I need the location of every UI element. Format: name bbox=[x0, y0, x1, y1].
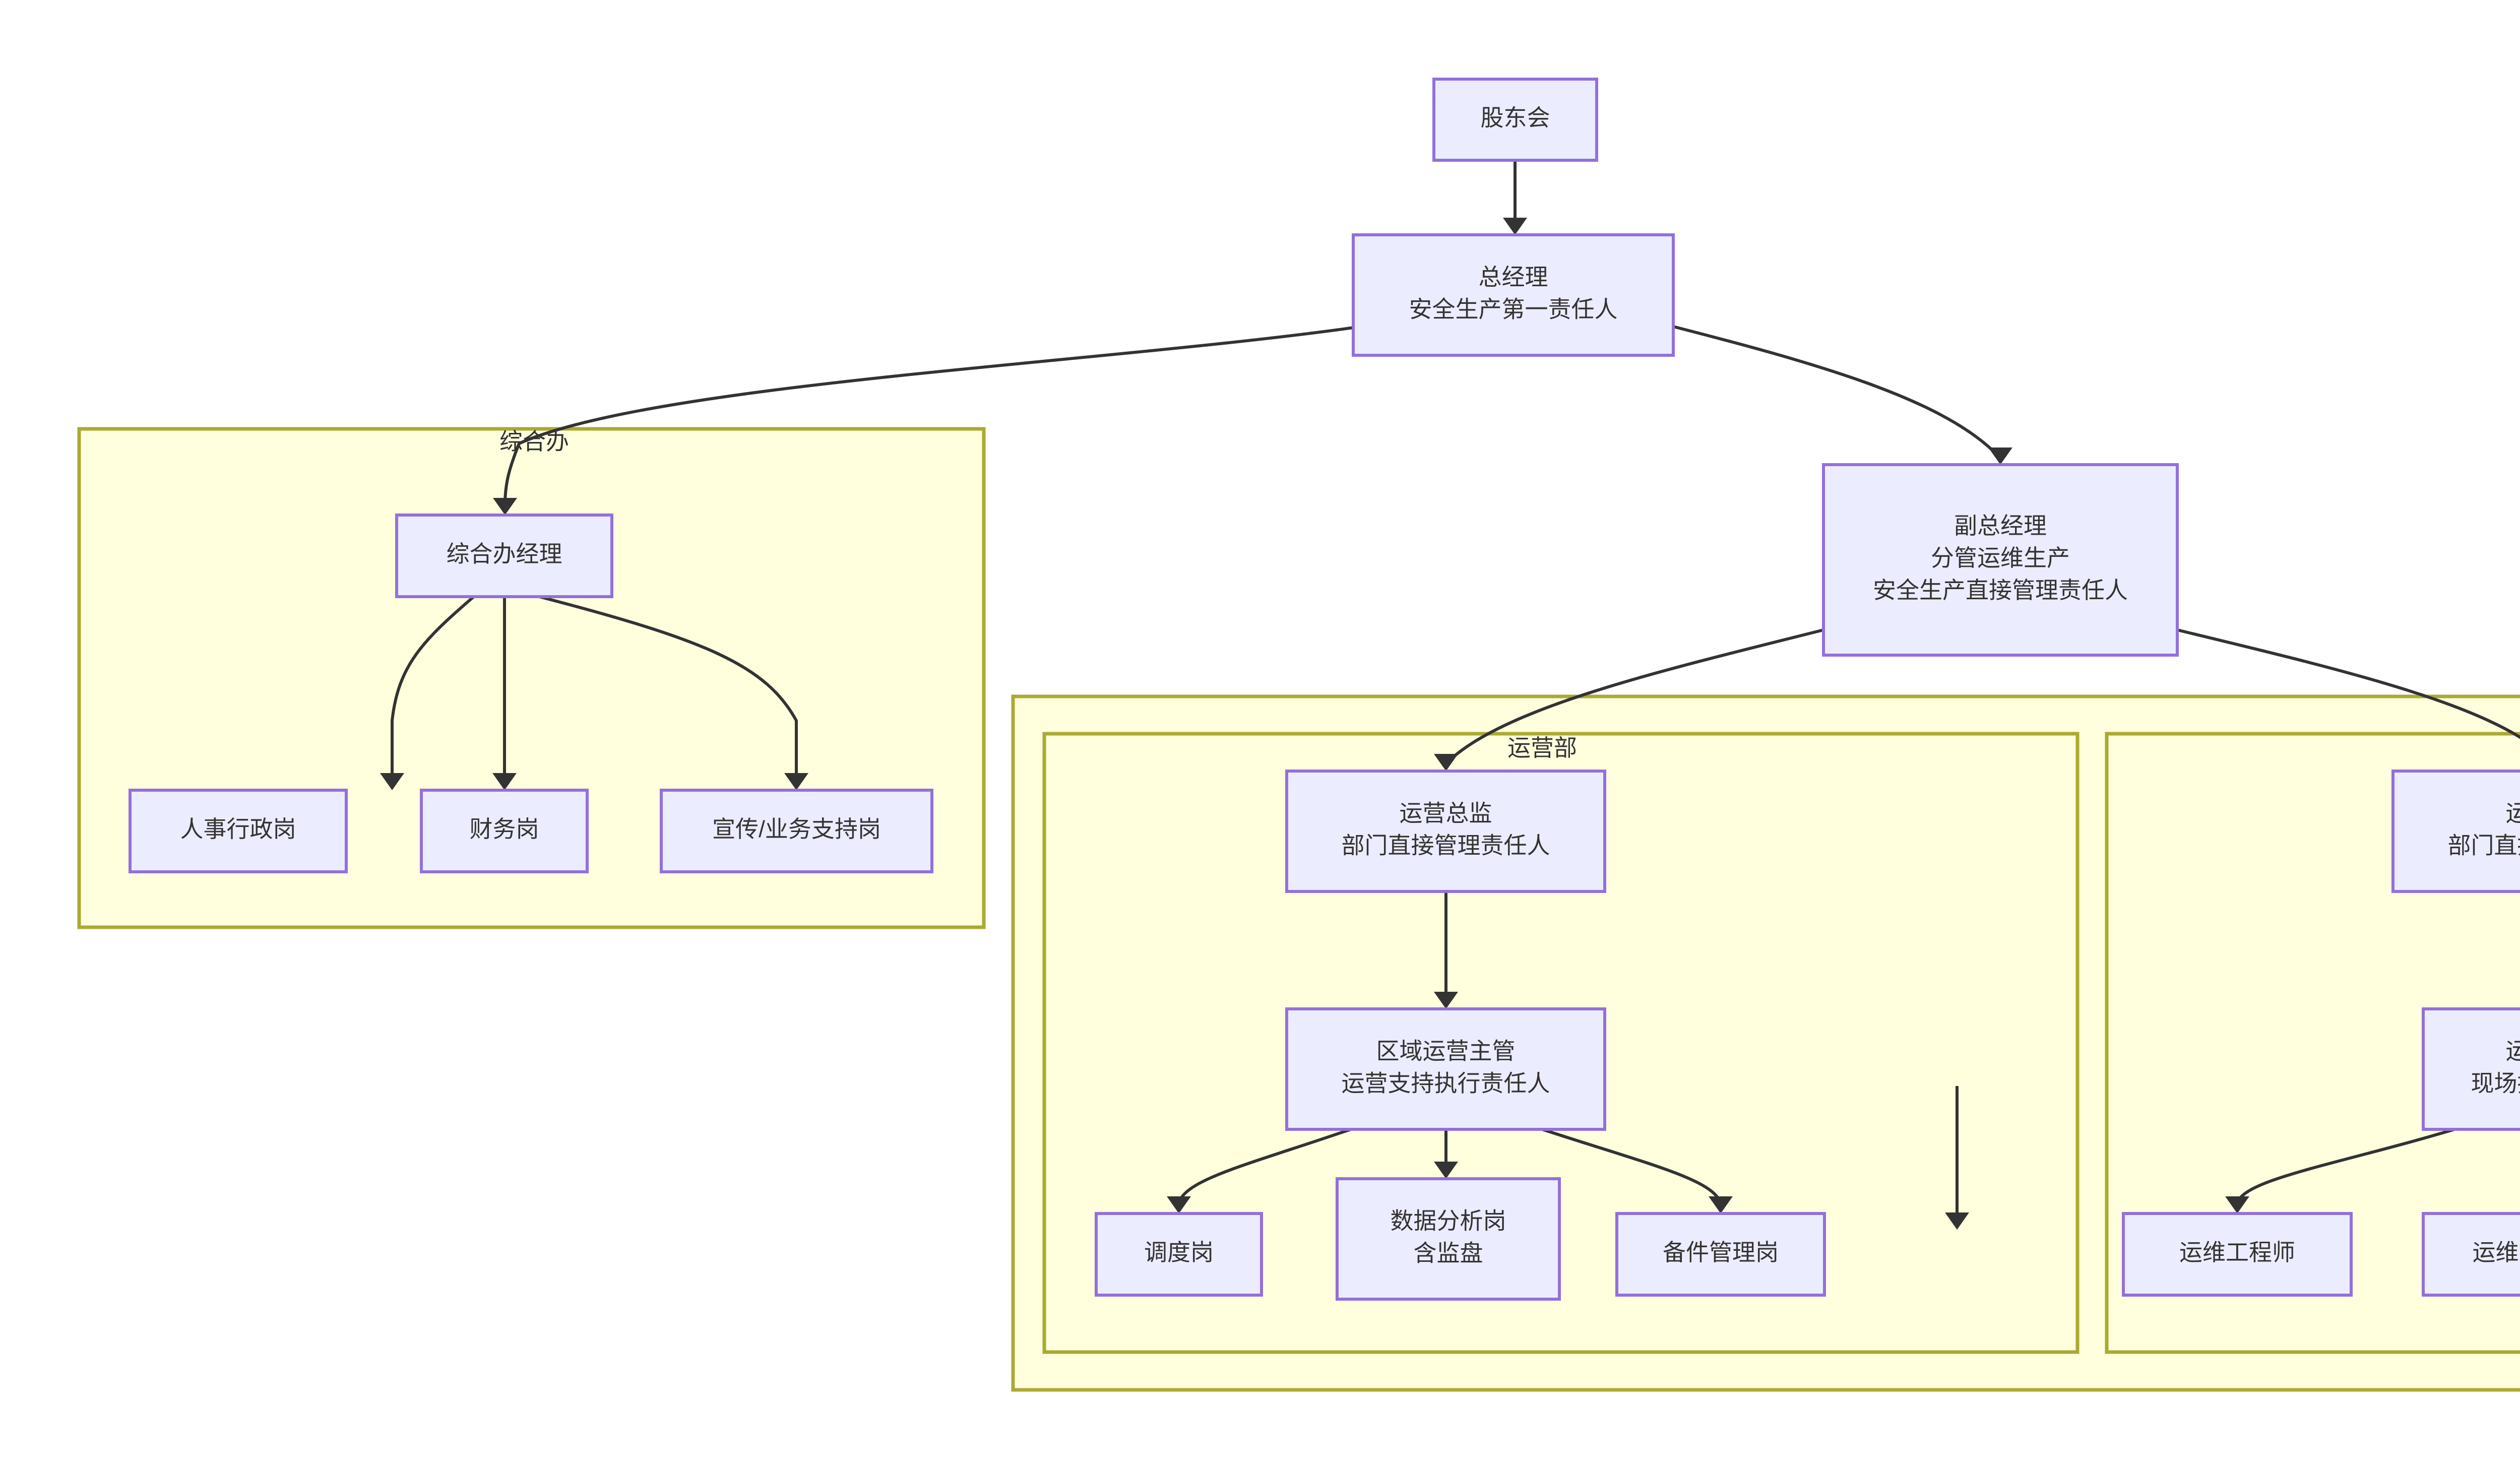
arrowhead-icon-quyu_zhuguan bbox=[1434, 992, 1458, 1009]
node-label-quyu_zhuguan-line-0: 区域运营主管 bbox=[1376, 1038, 1516, 1064]
node-box-xuanchuan[interactable] bbox=[660, 789, 933, 873]
node-box-shuju[interactable] bbox=[1336, 1177, 1561, 1301]
node-box-beijian[interactable] bbox=[1615, 1212, 1826, 1297]
cluster-label-layer: 综合办运营部运维部 bbox=[499, 428, 1577, 761]
node-yunwei_zhuguan[interactable]: 运维主管现场执行责任人 bbox=[2422, 1007, 2520, 1131]
node-label-zongjingli-line-0: 总经理 bbox=[1479, 264, 1548, 290]
arrowhead-icon-shuju bbox=[1434, 1162, 1458, 1179]
node-yunwei_zongjian[interactable]: 运维总监部门直接管理责任人 bbox=[2391, 770, 2520, 893]
arrowhead-icon-xuanchuan bbox=[784, 773, 808, 790]
node-caiwu[interactable]: 财务岗 bbox=[420, 789, 589, 873]
arrowhead-icon-diaodu bbox=[1167, 1196, 1191, 1213]
node-box-yunying_zongjian[interactable] bbox=[1285, 770, 1606, 893]
node-label-yunwei_zhuguan-line-0: 运维主管 bbox=[2506, 1038, 2520, 1064]
edge-quyu_zhuguan-to-diaodu bbox=[1177, 1128, 1351, 1204]
edge-zongjingli-to-fuzongjingli bbox=[1673, 325, 1997, 455]
node-label-yunwei_zongjian-line-1: 部门直接管理责任人 bbox=[2448, 833, 2520, 859]
node-box-zongjingli[interactable] bbox=[1352, 233, 1675, 357]
node-box-diaodu[interactable] bbox=[1095, 1212, 1263, 1297]
edge-fuzongjingli-to-yunwei_zongjian bbox=[2177, 628, 2520, 739]
node-label-diaodu-line-0: 调度岗 bbox=[1144, 1239, 1214, 1265]
node-box-yunwei_zhuguan[interactable] bbox=[2422, 1007, 2520, 1131]
edge-layer bbox=[380, 160, 2520, 1213]
arrowhead-icon-beijian bbox=[1709, 1196, 1733, 1213]
edge-quyu_zhuguan-to-beijian bbox=[1542, 1128, 1722, 1204]
node-box-gudonghui[interactable] bbox=[1432, 78, 1598, 162]
node-diaodu[interactable]: 调度岗 bbox=[1095, 1212, 1263, 1297]
edge-yunwei_zhuguan-to-gongchengshi_1 bbox=[2236, 1128, 2455, 1204]
standalone-arrow-layer bbox=[1945, 1086, 1969, 1230]
cluster-label-yunying: 运营部 bbox=[1507, 735, 1577, 761]
node-gongchengshi_2[interactable]: 运维工程师 bbox=[2422, 1212, 2520, 1297]
node-beijian[interactable]: 备件管理岗 bbox=[1615, 1212, 1826, 1297]
node-gudonghui[interactable]: 股东会 bbox=[1432, 78, 1598, 162]
node-label-yunying_zongjian-line-1: 部门直接管理责任人 bbox=[1342, 833, 1550, 859]
node-label-yunying_zongjian-line-0: 运营总监 bbox=[1400, 800, 1492, 826]
node-label-yunwei_zongjian-line-0: 运维总监 bbox=[2506, 800, 2520, 826]
cluster-label-zonghe: 综合办 bbox=[499, 428, 569, 455]
arrowhead-icon-zongjingli bbox=[1503, 218, 1527, 235]
node-box-gongchengshi_2[interactable] bbox=[2422, 1212, 2520, 1297]
node-label-gongchengshi_1-line-0: 运维工程师 bbox=[2179, 1239, 2295, 1265]
node-box-quyu_zhuguan[interactable] bbox=[1285, 1007, 1606, 1131]
node-label-fuzongjingli-line-2: 安全生产直接管理责任人 bbox=[1873, 577, 2128, 603]
node-label-xuanchuan-line-0: 宣传/业务支持岗 bbox=[712, 816, 881, 842]
node-label-fuzongjingli-line-1: 分管运维生产 bbox=[1931, 545, 2070, 571]
node-label-yunwei_zhuguan-line-1: 现场执行责任人 bbox=[2471, 1070, 2520, 1097]
node-label-gudonghui-line-0: 股东会 bbox=[1481, 105, 1550, 131]
node-label-zongheban_jingli-line-0: 综合办经理 bbox=[447, 541, 562, 567]
node-label-caiwu-line-0: 财务岗 bbox=[470, 816, 539, 842]
node-label-fuzongjingli-line-0: 副总经理 bbox=[1954, 513, 2047, 539]
node-label-shuju-line-0: 数据分析岗 bbox=[1391, 1208, 1506, 1234]
node-renshi[interactable]: 人事行政岗 bbox=[129, 789, 348, 873]
arrowhead-icon-ops-spacer-arrow bbox=[1945, 1212, 1969, 1230]
edge-zongjingli-to-zongheban_jingli bbox=[503, 325, 1361, 505]
arrowhead-icon-gongchengshi_1 bbox=[2225, 1196, 2249, 1213]
node-gongchengshi_1[interactable]: 运维工程师 bbox=[2122, 1212, 2353, 1297]
node-box-renshi[interactable] bbox=[129, 789, 348, 873]
arrowhead-icon-renshi bbox=[380, 773, 404, 790]
edge-fuzongjingli-to-yunying_zongjian bbox=[1451, 628, 1824, 760]
node-xuanchuan[interactable]: 宣传/业务支持岗 bbox=[660, 789, 933, 873]
edge-zongheban_jingli-to-xuanchuan bbox=[539, 595, 798, 780]
arrowhead-icon-fuzongjingli bbox=[1988, 448, 2012, 465]
node-label-shuju-line-1: 含监盘 bbox=[1414, 1240, 1483, 1266]
node-box-zongheban_jingli[interactable] bbox=[395, 514, 613, 598]
node-label-gongchengshi_2-line-0: 运维工程师 bbox=[2473, 1239, 2520, 1265]
node-box-fuzongjingli[interactable] bbox=[1822, 463, 2179, 657]
arrowhead-icon-caiwu bbox=[492, 773, 517, 790]
node-label-beijian-line-0: 备件管理岗 bbox=[1663, 1239, 1779, 1265]
node-zongheban_jingli[interactable]: 综合办经理 bbox=[395, 514, 613, 598]
arrowhead-icon-zongheban_jingli bbox=[493, 498, 517, 515]
node-label-zongjingli-line-1: 安全生产第一责任人 bbox=[1409, 296, 1618, 323]
node-label-renshi-line-0: 人事行政岗 bbox=[180, 816, 296, 842]
node-box-caiwu[interactable] bbox=[420, 789, 589, 873]
node-box-yunwei_zongjian[interactable] bbox=[2391, 770, 2520, 893]
node-box-gongchengshi_1[interactable] bbox=[2122, 1212, 2353, 1297]
edge-zongheban_jingli-to-renshi bbox=[391, 595, 475, 780]
node-label-quyu_zhuguan-line-1: 运营支持执行责任人 bbox=[1342, 1070, 1550, 1097]
arrowhead-icon-yunying_zongjian bbox=[1434, 754, 1458, 771]
